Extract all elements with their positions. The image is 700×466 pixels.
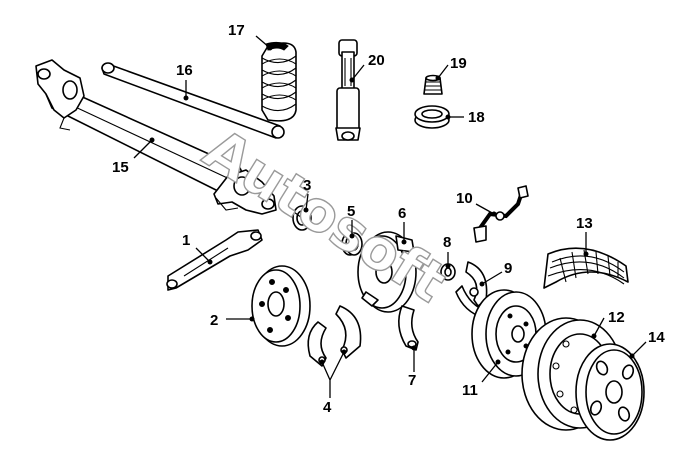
- hub-bearing: [341, 232, 363, 256]
- callout-10: 10: [456, 190, 473, 207]
- brake-shoe-single: [398, 305, 419, 351]
- callout-19: 19: [450, 55, 467, 72]
- callout-3: 3: [303, 177, 311, 194]
- brake-backplate: [251, 265, 311, 347]
- adjuster: [440, 263, 456, 281]
- callout-13: 13: [576, 215, 593, 232]
- callout-8: 8: [443, 234, 451, 251]
- callout-6: 6: [398, 205, 406, 222]
- coil-spring: [261, 41, 297, 122]
- callout-7: 7: [408, 372, 416, 389]
- callout-17: 17: [228, 22, 245, 39]
- callout-16: 16: [176, 62, 193, 79]
- callout-11: 11: [462, 382, 478, 399]
- callout-15: 15: [112, 159, 129, 176]
- callout-5: 5: [347, 203, 355, 220]
- brake-pipe: [473, 185, 529, 243]
- brake-shoes: [307, 305, 362, 367]
- rear-axle-beam: [35, 59, 277, 215]
- callout-labels: 1 2 3 4 5 6 7 8 9 10 11 12 13 14 15 16 1…: [112, 22, 665, 416]
- callout-20: 20: [368, 52, 385, 69]
- svg-text:Autosoft: Autosoft: [193, 117, 458, 316]
- wheel-arch-liner: [543, 247, 629, 289]
- bump-stop: [423, 74, 443, 95]
- callout-12: 12: [608, 309, 625, 326]
- callout-18: 18: [468, 109, 485, 126]
- callout-14: 14: [648, 329, 665, 346]
- trailing-arm: [166, 229, 263, 291]
- watermark: Autosoft: [192, 116, 458, 316]
- panhard-rod: [101, 62, 285, 139]
- wheel-cover: [575, 343, 645, 441]
- callout-4: 4: [323, 399, 332, 416]
- callout-9: 9: [504, 260, 512, 277]
- spring-seat: [414, 105, 450, 129]
- leader-lines: [133, 35, 647, 398]
- brake-backing-plate: [357, 231, 417, 313]
- callout-1: 1: [182, 232, 190, 249]
- callout-2: 2: [210, 312, 218, 329]
- shock-absorber: [335, 39, 361, 141]
